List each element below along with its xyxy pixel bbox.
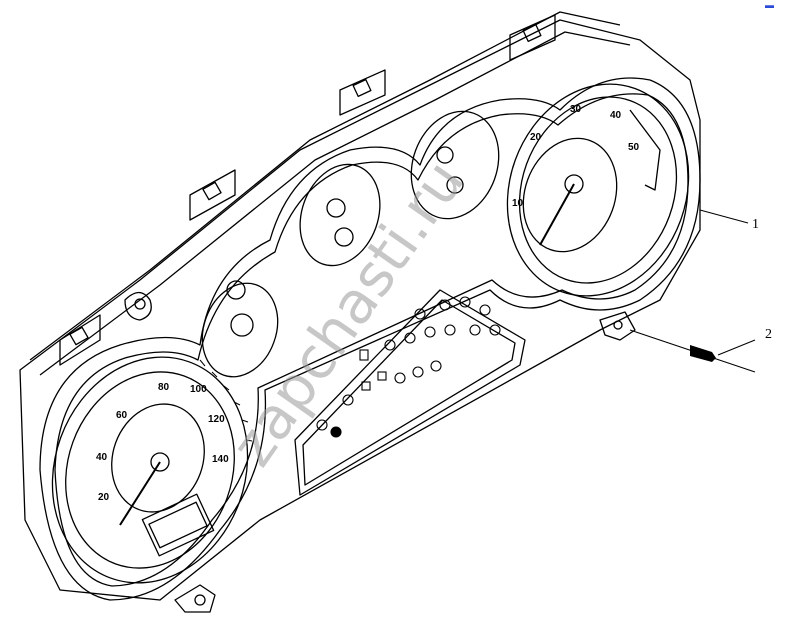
- warning-light-panel: [294, 289, 526, 496]
- mounting-tabs: [59, 14, 556, 366]
- front-bezel-inner: [54, 93, 689, 587]
- side-mounting-tab: [124, 291, 152, 321]
- bottom-mounting-hole: [194, 594, 206, 606]
- speedo-num: 60: [116, 410, 128, 421]
- speedo-num: 100: [190, 384, 207, 395]
- speedo-num: 120: [208, 414, 225, 425]
- speedo-num: 40: [96, 452, 108, 463]
- right-mounting-hole: [613, 320, 623, 330]
- bottom-mounting-tab: [174, 584, 216, 613]
- tacho-num: 50: [628, 142, 640, 153]
- tacho-num: 10: [512, 198, 524, 209]
- side-mounting-hole: [134, 298, 146, 310]
- speedometer: [51, 356, 249, 584]
- tacho-num: 20: [530, 132, 542, 143]
- cluster-housing-top-ridge-2: [39, 31, 631, 376]
- tacho-num: 30: [570, 104, 582, 115]
- speedometer-numbers: 20 40 60 80 100 120 140: [96, 382, 229, 503]
- callout-2: 2: [629, 327, 772, 373]
- speedo-num: 80: [158, 382, 170, 393]
- callout-1: 1: [699, 209, 759, 232]
- screw-icon: [690, 345, 716, 362]
- tachometer: [506, 83, 690, 297]
- speedo-num: 140: [212, 454, 229, 465]
- corner-mark: ▬: [765, 0, 774, 10]
- callout-label-2: 2: [765, 327, 772, 342]
- tacho-num: 40: [610, 110, 622, 121]
- callout-label-1: 1: [752, 217, 759, 232]
- right-mounting-tab: [599, 311, 636, 341]
- speedometer-ticks: [199, 359, 253, 442]
- warning-light-icons: [316, 296, 501, 438]
- tachometer-numbers: 10 20 30 40 50: [512, 104, 640, 209]
- speedo-num: 20: [98, 492, 110, 503]
- cluster-housing-top-ridge: [29, 11, 621, 361]
- center-gauges: [201, 110, 500, 378]
